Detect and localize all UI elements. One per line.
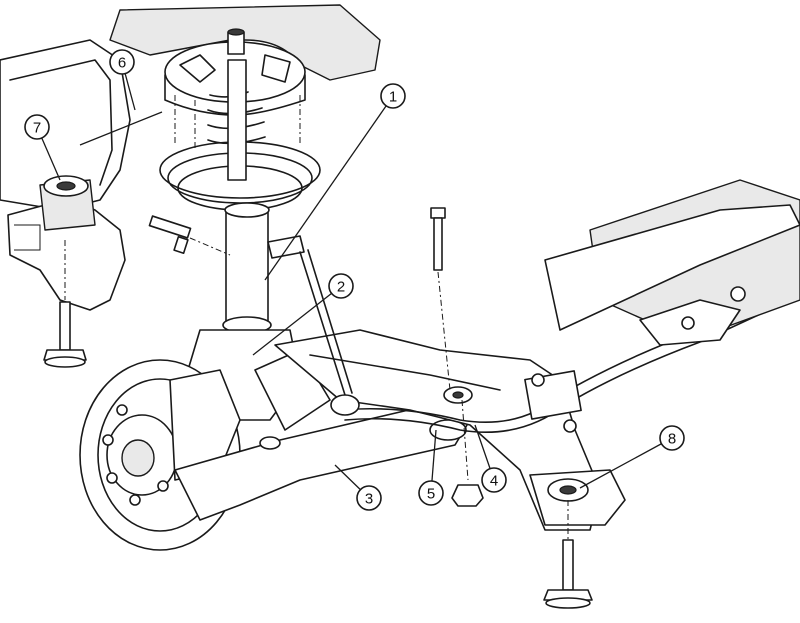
callout-5: 5	[418, 480, 444, 506]
callout-7-label: 7	[33, 120, 41, 137]
stabilizer-link	[267, 235, 360, 416]
callout-6: 6	[109, 49, 135, 75]
upper-right-bolt	[430, 207, 451, 391]
callout-4-label: 4	[490, 473, 498, 490]
callout-7: 7	[24, 114, 50, 140]
callout-8-label: 8	[668, 431, 676, 448]
brake-disc	[79, 359, 241, 551]
right-bushing-bracket	[529, 469, 626, 526]
callout-3-label: 3	[365, 491, 373, 508]
mount-guide-lines	[174, 95, 301, 150]
center-nut	[451, 399, 484, 507]
callout-6-label: 6	[118, 55, 126, 72]
callout-2: 2	[328, 273, 354, 299]
callout-3: 3	[356, 485, 382, 511]
callout-1-label: 1	[389, 89, 397, 106]
strut-bolt	[148, 215, 231, 256]
stabilizer-bar	[339, 299, 766, 433]
callout-2-label: 2	[337, 279, 345, 296]
callout-4: 4	[481, 467, 507, 493]
left-mount-bracket	[7, 175, 126, 311]
callout-5-label: 5	[427, 486, 435, 503]
right-bolt	[543, 500, 593, 609]
right-body-rail	[544, 179, 800, 346]
callout-1: 1	[380, 83, 406, 109]
left-bolt	[43, 240, 87, 368]
callout-8: 8	[659, 425, 685, 451]
